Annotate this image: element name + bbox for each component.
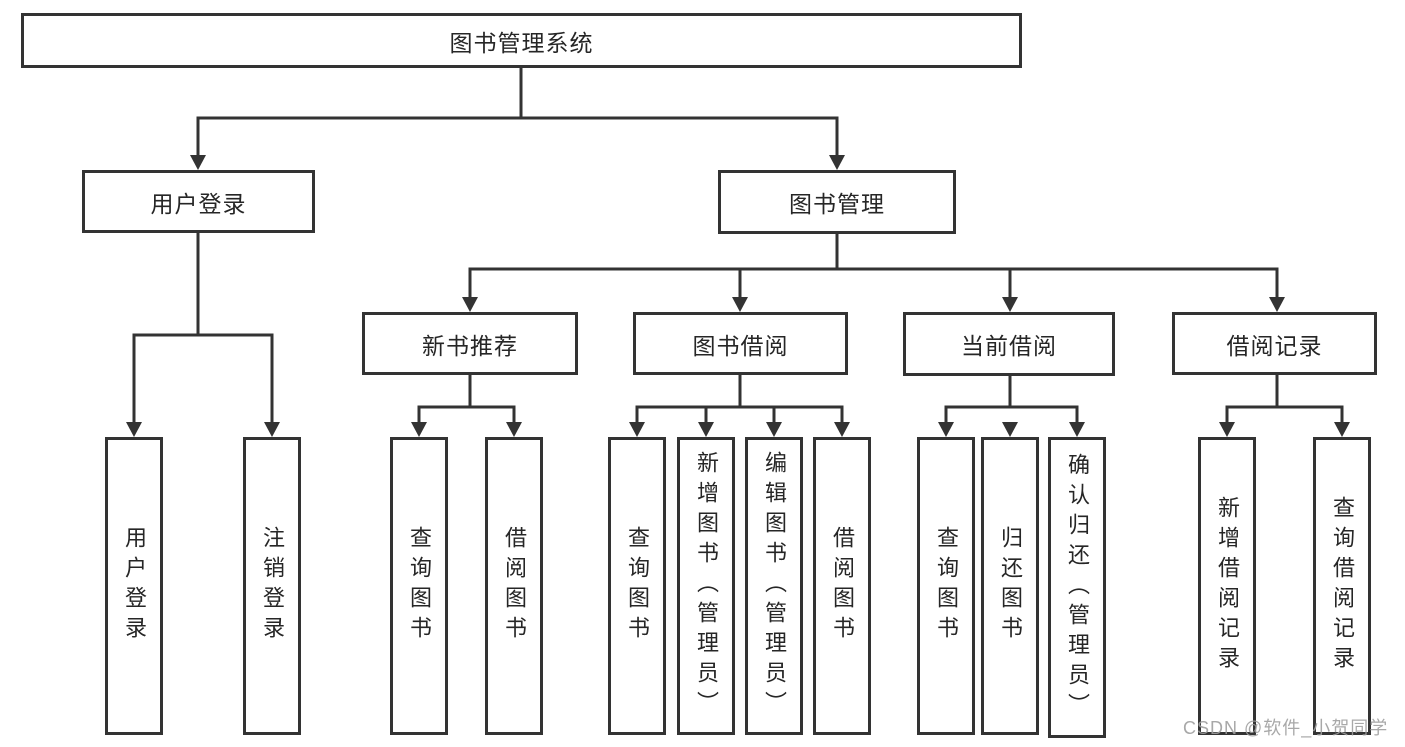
node-root-system: 图书管理系统	[21, 13, 1022, 68]
node-current-borrowing: 当前借阅	[903, 312, 1115, 376]
leaf-current-query-book: 查询图书	[917, 437, 975, 735]
leaf-borrow-edit-book-admin: 编辑图书（管理员）	[745, 437, 803, 735]
leaf-current-confirm-return-admin: 确认归还（管理员）	[1048, 437, 1106, 738]
node-book-borrowing-label: 图书借阅	[692, 332, 789, 359]
node-root-system-label: 图书管理系统	[449, 29, 594, 56]
leaf-borrow-add-book-admin: 新增图书（管理员）	[677, 437, 735, 735]
csdn-watermark: CSDN @软件_小贺同学	[1183, 718, 1389, 738]
leaf-records-add-record-label: 新增借阅记录	[1215, 496, 1240, 676]
edge-lines	[132, 68, 1344, 424]
leaf-borrow-query-book-label: 查询图书	[625, 526, 650, 646]
node-book-management: 图书管理	[718, 170, 956, 234]
node-user-login-label: 用户登录	[150, 190, 247, 217]
leaf-borrow-borrow-book-label: 借阅图书	[830, 526, 855, 646]
leaf-current-query-book-label: 查询图书	[934, 526, 959, 646]
leaf-records-query-record: 查询借阅记录	[1313, 437, 1371, 735]
leaf-user-login-label: 用户登录	[122, 526, 147, 646]
node-borrow-records: 借阅记录	[1172, 312, 1377, 375]
leaf-current-confirm-return-admin-label: 确认归还（管理员）	[1065, 452, 1090, 723]
leaf-newrec-borrow-book-label: 借阅图书	[502, 526, 527, 646]
node-borrow-records-label: 借阅记录	[1226, 332, 1323, 359]
leaf-logout: 注销登录	[243, 437, 301, 735]
arrowheads	[126, 155, 1350, 437]
leaf-borrow-query-book: 查询图书	[608, 437, 666, 735]
leaf-logout-label: 注销登录	[260, 526, 285, 646]
leaf-newrec-borrow-book: 借阅图书	[485, 437, 543, 735]
leaf-newrec-query-book: 查询图书	[390, 437, 448, 735]
leaf-current-return-book: 归还图书	[981, 437, 1039, 735]
leaf-newrec-query-book-label: 查询图书	[407, 526, 432, 646]
node-book-management-label: 图书管理	[789, 191, 885, 217]
leaf-borrow-edit-book-admin-label: 编辑图书（管理员）	[762, 451, 787, 721]
leaf-records-add-record: 新增借阅记录	[1198, 437, 1256, 735]
node-new-book-recommend-label: 新书推荐	[422, 332, 518, 359]
leaf-user-login: 用户登录	[105, 437, 163, 735]
leaf-borrow-borrow-book: 借阅图书	[813, 437, 871, 735]
leaf-records-query-record-label: 查询借阅记录	[1330, 496, 1355, 676]
leaf-current-return-book-label: 归还图书	[998, 526, 1023, 646]
node-current-borrowing-label: 当前借阅	[961, 333, 1057, 359]
node-new-book-recommend: 新书推荐	[362, 312, 578, 375]
leaf-borrow-add-book-admin-label: 新增图书（管理员）	[694, 451, 719, 721]
node-user-login: 用户登录	[82, 170, 315, 233]
node-book-borrowing: 图书借阅	[633, 312, 848, 375]
